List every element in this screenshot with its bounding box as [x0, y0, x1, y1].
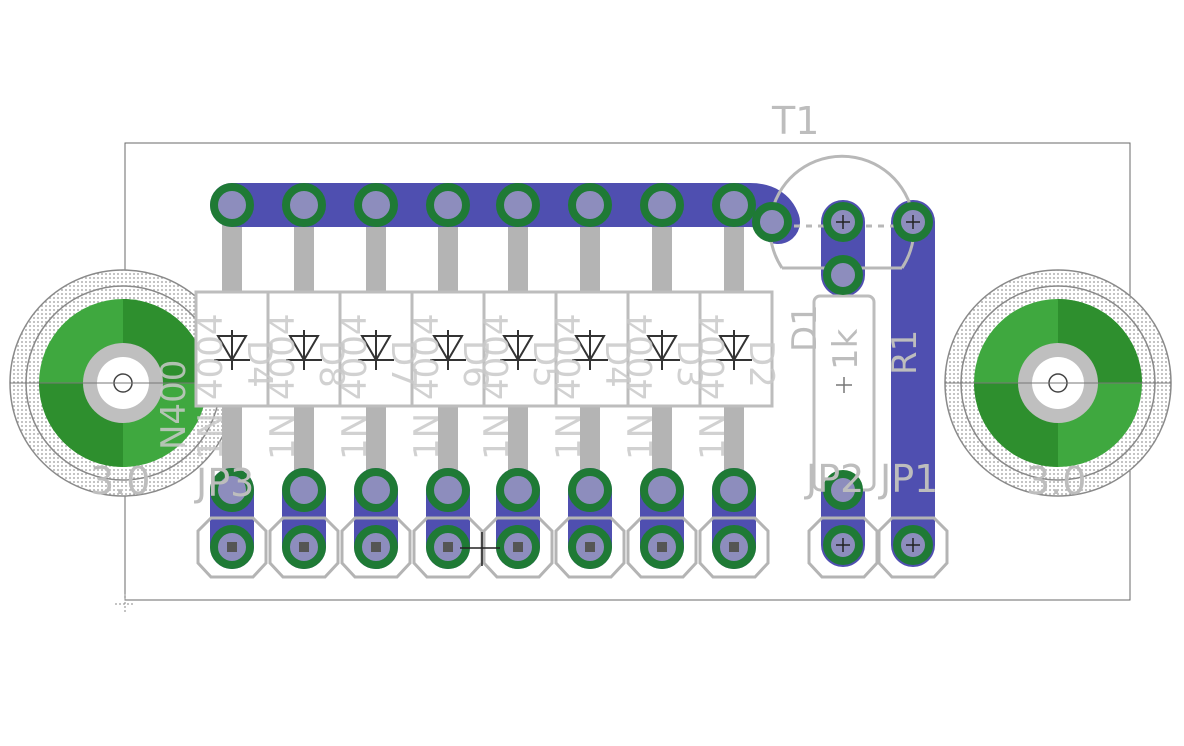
diode-ref-label: D7 — [383, 340, 423, 388]
diode-prefix-label: 1N — [407, 413, 447, 460]
pads-middle-row — [210, 468, 863, 512]
transistor-t1-label: T1 — [771, 99, 819, 143]
resistor-r1-label: R1 — [885, 330, 925, 375]
diode-prefix-label: 1N — [263, 413, 303, 460]
diode-prefix-label: 1N — [477, 413, 517, 460]
diode-ref-label: D4 — [597, 340, 637, 388]
diode-prefix-label: 1N — [621, 413, 661, 460]
mounting-hole-left — [9, 269, 237, 497]
diode-prefix-label: 1N — [335, 413, 375, 460]
resistor-value-label: 1k — [826, 328, 866, 370]
diode-ref-label: D5 — [525, 340, 565, 388]
jumper-jp1-label: JP1 — [878, 457, 938, 501]
jumper-jp2-label: JP2 — [804, 457, 864, 501]
diode-prefix-label: 1N — [191, 413, 231, 460]
right-mount-value-label: 3.0 — [1026, 459, 1086, 503]
diode-value-label: 4004 — [693, 313, 733, 400]
pads-top-row — [210, 183, 933, 295]
diode-ref-label: D2 — [741, 340, 781, 388]
diode-ref-label: D8 — [311, 340, 351, 388]
diode-prefix-labels: 1N 1N 1N 1N 1N 1N 1N 1N — [191, 413, 733, 460]
diode-ref-label: D4 — [239, 340, 279, 388]
diode-value-labels: 4004 4004 4004 4004 4004 4004 4004 4004 — [191, 313, 733, 400]
diode-value-label: 4004 — [263, 313, 303, 400]
diode-d1-label: D1 — [785, 304, 825, 352]
pad-crosshairs — [460, 215, 920, 566]
diode-prefix-label: 1N — [693, 413, 733, 460]
diode-value-label: 4004 — [191, 313, 231, 400]
header-octagons — [196, 516, 949, 579]
diode-value-label: 4004 — [621, 313, 661, 400]
diode-bodies — [194, 290, 774, 408]
left-mount-prefix-label: N400 — [154, 360, 194, 450]
diode-value-label: 4004 — [335, 313, 375, 400]
pad-square-markers — [227, 542, 739, 552]
diode-ref-label: D3 — [669, 340, 709, 388]
diode-value-label: 4004 — [549, 313, 589, 400]
jumper-jp3-label: JP3 — [194, 461, 254, 505]
diode-prefix-label: 1N — [549, 413, 589, 460]
diode-ref-label: D6 — [455, 340, 495, 388]
left-mount-value-label: 3.0 — [90, 459, 150, 503]
diode-symbols — [214, 330, 752, 370]
mounting-hole-right — [944, 269, 1172, 497]
diode-value-label: 4004 — [477, 313, 517, 400]
diode-ref-labels: D4 D8 D7 D6 D5 D4 D3 D2 — [239, 340, 781, 388]
diode-value-label: 4004 — [407, 313, 447, 400]
